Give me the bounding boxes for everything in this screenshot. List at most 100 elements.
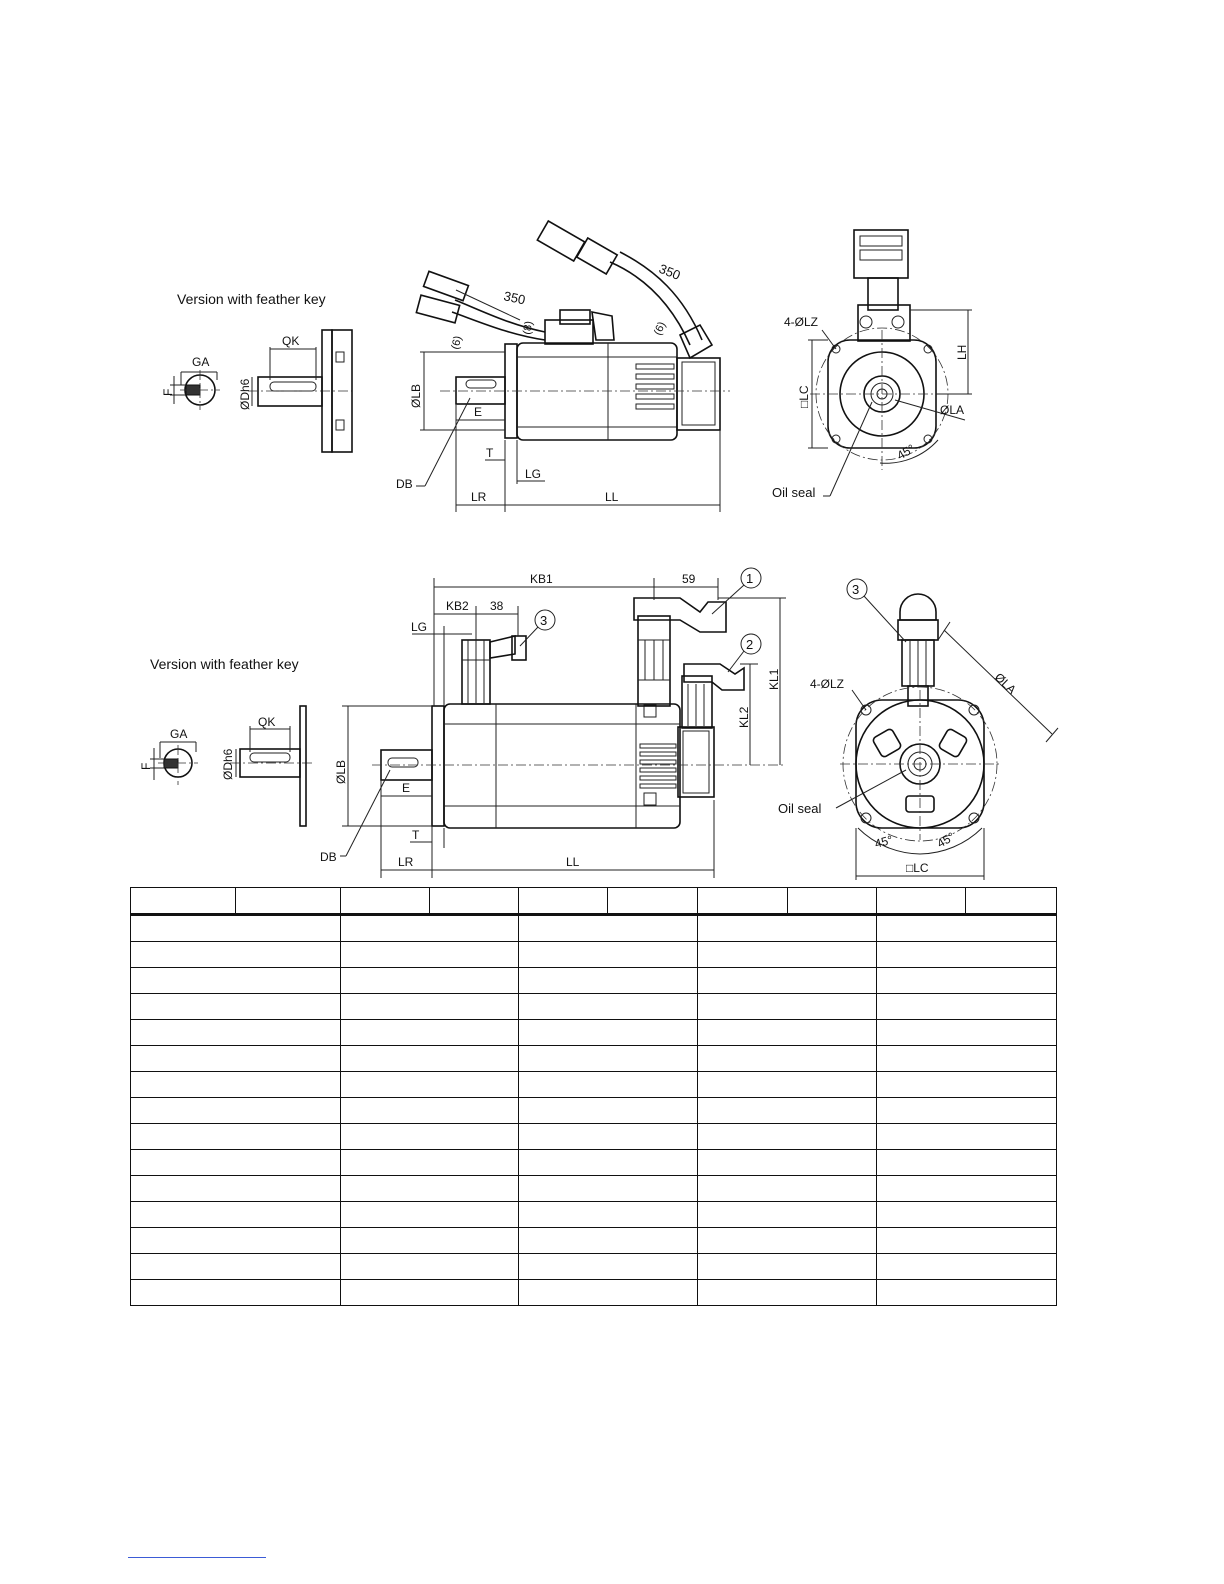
table-cell xyxy=(697,914,877,942)
bottom-callout-3a: 3 xyxy=(540,613,547,628)
bottom-dim-59: 59 xyxy=(682,572,696,586)
table-cell xyxy=(130,1227,341,1254)
table-cell xyxy=(518,1253,698,1280)
top-d-label: ØDh6 xyxy=(238,378,252,410)
table-cell xyxy=(340,1253,519,1280)
table-cell xyxy=(697,967,877,994)
bottom-qk-label: QK xyxy=(258,715,275,729)
table-cell xyxy=(130,1019,341,1046)
table-row xyxy=(130,1227,1057,1254)
table-cell xyxy=(607,887,698,916)
table-row xyxy=(130,993,1057,1020)
table-cell xyxy=(340,1227,519,1254)
table-cell xyxy=(340,1123,519,1150)
table-row xyxy=(130,1149,1057,1176)
bottom-lz-label: 4-ØLZ xyxy=(810,677,844,691)
table-cell xyxy=(697,1175,877,1202)
top-oil-seal-label: Oil seal xyxy=(772,485,815,500)
top-lg-label: LG xyxy=(525,467,541,481)
table-cell xyxy=(340,887,430,916)
top-db-label: DB xyxy=(396,477,413,491)
top-lb-label: ØLB xyxy=(409,384,423,408)
table-cell xyxy=(697,1149,877,1176)
table-cell xyxy=(518,967,698,994)
bottom-callout-1: 1 xyxy=(746,571,753,586)
table-cell xyxy=(235,887,341,916)
table-cell xyxy=(130,887,236,916)
table-cell xyxy=(876,967,1057,994)
top-cable-length-1: 350 xyxy=(502,288,526,307)
top-e-label: E xyxy=(474,405,482,419)
top-f-label: F xyxy=(161,389,175,396)
table-cell xyxy=(340,993,519,1020)
bottom-la-label: ØLA xyxy=(992,670,1019,697)
bottom-e-label: E xyxy=(402,781,410,795)
table-row xyxy=(130,1253,1057,1280)
table-cell xyxy=(340,1175,519,1202)
bottom-angle-label-2: 45° xyxy=(935,829,958,850)
table-cell xyxy=(518,1201,698,1228)
top-lc-label: □LC xyxy=(797,385,811,408)
bottom-oil-seal-label: Oil seal xyxy=(778,801,821,816)
bottom-feather-key-detail: Version with feather key GA F QK ØDh6 xyxy=(139,656,312,827)
table-cell xyxy=(876,1045,1057,1072)
table-cell xyxy=(965,887,1057,916)
table-row xyxy=(130,914,1057,942)
top-ll-label: LL xyxy=(605,490,619,504)
table-cell xyxy=(518,993,698,1020)
bottom-angle-label-1: 45° xyxy=(873,833,894,851)
table-cell xyxy=(518,1227,698,1254)
table-cell xyxy=(130,941,341,968)
table-cell xyxy=(876,941,1057,968)
top-shaft xyxy=(455,376,506,405)
table-cell xyxy=(787,887,877,916)
table-cell xyxy=(697,1019,877,1046)
top-motor-side-view: 350 (6) (8) 350 (6) ØLB E T LG DB LR xyxy=(396,219,730,512)
top-angle-label: 45° xyxy=(895,441,918,462)
table-cell xyxy=(340,967,519,994)
top-eight-label: (8) xyxy=(521,320,535,335)
table-cell xyxy=(697,1045,877,1072)
bottom-d-label: ØDh6 xyxy=(221,748,235,780)
bottom-lr-label: LR xyxy=(398,855,414,869)
top-t-label: T xyxy=(486,446,494,460)
table-cell xyxy=(130,1123,341,1150)
table-row xyxy=(130,1123,1057,1150)
bottom-f-label: F xyxy=(139,763,153,770)
bottom-callout-3b: 3 xyxy=(852,582,859,597)
top-lr-label: LR xyxy=(471,490,487,504)
table-cell xyxy=(876,887,966,916)
table-cell xyxy=(130,967,341,994)
table-cell xyxy=(130,914,341,942)
table-cell xyxy=(876,1279,1057,1306)
table-cell xyxy=(518,1123,698,1150)
table-cell xyxy=(518,1097,698,1124)
table-cell xyxy=(876,993,1057,1020)
table-row xyxy=(130,1201,1057,1228)
table-cell xyxy=(697,1253,877,1280)
table-cell xyxy=(876,1253,1057,1280)
table-cell xyxy=(697,1123,877,1150)
bottom-t-label: T xyxy=(412,828,420,842)
table-cell xyxy=(340,1071,519,1098)
top-six-label-1: (6) xyxy=(449,335,464,351)
table-cell xyxy=(876,1123,1057,1150)
table-cell xyxy=(697,941,877,968)
table-cell xyxy=(518,1175,698,1202)
bottom-ll-label: LL xyxy=(566,855,580,869)
table-cell xyxy=(876,1175,1057,1202)
motor-dimension-drawing: Version with feather key GA F QK ØDh6 xyxy=(139,219,1059,880)
top-qk-label: QK xyxy=(282,334,299,348)
top-feather-key-detail: Version with feather key GA F QK ØDh6 xyxy=(161,291,353,453)
table-cell xyxy=(876,1019,1057,1046)
table-cell xyxy=(876,1227,1057,1254)
table-cell xyxy=(130,1253,341,1280)
table-cell xyxy=(340,1279,519,1306)
table-cell xyxy=(876,1097,1057,1124)
bottom-kl2-label: KL2 xyxy=(737,706,751,728)
table-cell xyxy=(130,993,341,1020)
table-row xyxy=(130,1071,1057,1098)
table-cell xyxy=(876,914,1057,942)
table-row xyxy=(130,1045,1057,1072)
table-cell xyxy=(697,1201,877,1228)
